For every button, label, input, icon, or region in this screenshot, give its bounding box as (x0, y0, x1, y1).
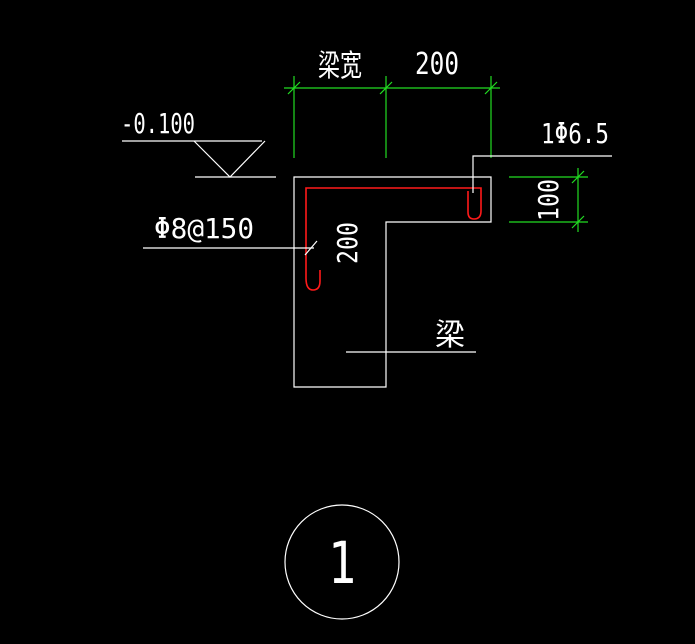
bar-label: 1Φ6.5 (541, 117, 609, 150)
right-tick-top (571, 170, 585, 184)
detail-circle (284, 504, 400, 620)
tick-left (287, 81, 301, 95)
stirrup-leader-tick (304, 240, 318, 256)
stirrup (305, 187, 482, 278)
elevation-triangle (193, 140, 266, 178)
bar-leader (472, 155, 612, 193)
stirrup-hook (305, 270, 321, 291)
elevation-text: -0.100 (121, 107, 195, 140)
detail-number: 1 (328, 529, 356, 597)
tick-mid (379, 81, 393, 95)
top-dimension (284, 76, 500, 158)
elevation-marker (122, 140, 276, 178)
right-tick-bottom (571, 215, 585, 229)
beam-section-outline (293, 176, 492, 388)
vertical-dim-inner: 200 (331, 222, 364, 264)
right-dimension (509, 168, 588, 232)
dimension-top-value: 200 (415, 47, 459, 82)
tick-right (484, 81, 498, 95)
stirrup-label: Φ8@150 (154, 212, 254, 245)
vertical-dim-right: 100 (532, 179, 565, 221)
beam-label: 梁 (435, 318, 465, 353)
dimension-top-label: 梁宽 (318, 49, 362, 84)
